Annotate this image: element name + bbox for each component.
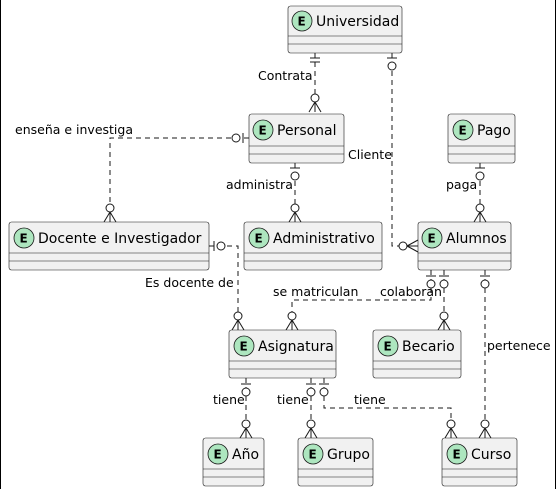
rel-label-colaboran: colaboran xyxy=(380,284,442,299)
entity-marker-icon xyxy=(252,119,274,141)
entity-marker-icon xyxy=(248,227,270,249)
entity-title: Docente e Investigador xyxy=(38,231,202,247)
rel-paga: paga xyxy=(446,163,487,223)
svg-text:E: E xyxy=(428,232,436,246)
entity-grupo[interactable]: E Grupo xyxy=(297,437,374,487)
rel-tiene-anio: tiene xyxy=(213,378,253,439)
rel-colaboran: colaboran xyxy=(380,270,451,331)
entity-title: Grupo xyxy=(327,447,370,463)
rel-label-contrata: Contrata xyxy=(258,68,313,83)
entity-personal[interactable]: E Personal xyxy=(248,113,345,164)
rel-ensena: enseña e investiga xyxy=(15,122,249,223)
rel-label-tiene-grupo: tiene xyxy=(277,392,309,407)
entity-title: Año xyxy=(232,447,259,463)
entity-title: Alumnos xyxy=(446,231,507,247)
rel-label-tiene-anio: tiene xyxy=(213,392,245,407)
svg-text:E: E xyxy=(453,448,461,462)
rel-contrata: Contrata xyxy=(258,53,322,113)
entity-universidad[interactable]: E Universidad xyxy=(287,5,403,54)
entity-marker-icon xyxy=(377,335,399,357)
svg-text:E: E xyxy=(384,340,392,354)
entity-title: Becario xyxy=(402,339,455,355)
rel-cliente: Cliente xyxy=(348,53,419,253)
rel-tiene-curso: tiene xyxy=(319,378,458,439)
entity-marker-icon xyxy=(291,10,313,32)
svg-text:E: E xyxy=(459,124,467,138)
rel-label-pertenece: pertenece xyxy=(487,338,551,353)
entity-title: Personal xyxy=(277,123,337,139)
entity-becario[interactable]: E Becario xyxy=(372,329,462,379)
entity-marker-icon xyxy=(446,443,468,465)
rel-label-es-docente: Es docente de xyxy=(145,275,234,290)
entity-title: Universidad xyxy=(316,14,399,30)
svg-text:E: E xyxy=(309,448,317,462)
entity-curso[interactable]: E Curso xyxy=(441,437,518,487)
svg-text:E: E xyxy=(259,124,267,138)
entity-marker-icon xyxy=(13,227,35,249)
entity-anio[interactable]: E Año xyxy=(202,437,265,487)
svg-text:E: E xyxy=(20,232,28,246)
svg-text:E: E xyxy=(240,340,248,354)
svg-text:E: E xyxy=(214,448,222,462)
entity-title: Pago xyxy=(477,123,511,139)
entity-marker-icon xyxy=(302,443,324,465)
rel-label-cliente: Cliente xyxy=(348,147,392,162)
rel-matriculan: se matriculan xyxy=(273,270,436,331)
entity-alumnos[interactable]: E Alumnos xyxy=(417,221,512,271)
entity-marker-icon xyxy=(207,443,229,465)
entity-marker-icon xyxy=(452,119,474,141)
rel-label-paga: paga xyxy=(446,177,477,192)
rel-es-docente: Es docente de xyxy=(145,241,245,331)
entity-administrativo[interactable]: E Administrativo xyxy=(243,221,383,271)
rel-label-administra: administra xyxy=(226,177,293,192)
rel-administra: administra xyxy=(226,163,302,223)
rel-tiene-grupo: tiene xyxy=(277,378,318,439)
entity-marker-icon xyxy=(421,227,443,249)
rel-label-ensena: enseña e investiga xyxy=(15,122,133,137)
entity-docente-investigador[interactable]: E Docente e Investigador xyxy=(8,221,210,271)
svg-text:E: E xyxy=(255,232,263,246)
rel-label-tiene-curso: tiene xyxy=(354,392,386,407)
entity-title: Administrativo xyxy=(273,231,375,247)
entity-pago[interactable]: E Pago xyxy=(447,113,516,164)
entity-marker-icon xyxy=(233,335,255,357)
entity-title: Asignatura xyxy=(258,339,334,355)
entity-title: Curso xyxy=(471,447,511,463)
rel-pertenece: pertenece xyxy=(478,270,551,439)
entity-asignatura[interactable]: E Asignatura xyxy=(228,329,337,379)
svg-text:E: E xyxy=(298,15,306,29)
rel-label-matriculan: se matriculan xyxy=(273,284,358,299)
